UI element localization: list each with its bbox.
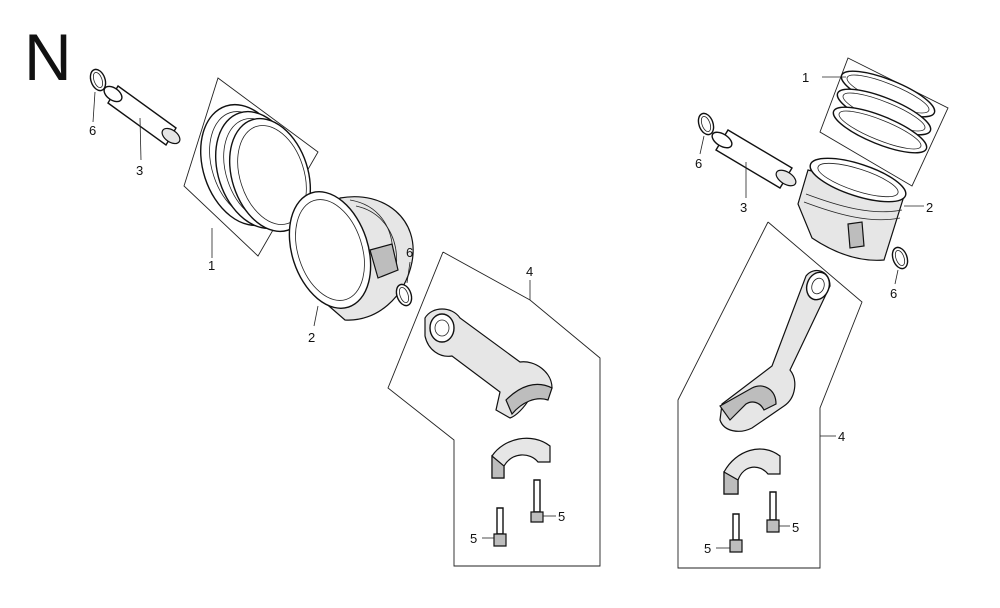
left-piston[interactable] xyxy=(275,181,414,321)
left-piston-rings[interactable] xyxy=(186,93,324,242)
right-callout-piston: 2 xyxy=(926,200,933,215)
left-clip-side[interactable] xyxy=(394,282,415,307)
right-callout-bolt-a: 5 xyxy=(792,520,799,535)
left-callout-clip-top: 6 xyxy=(89,123,96,138)
left-connecting-rod[interactable] xyxy=(424,308,553,419)
left-clip-top[interactable] xyxy=(88,67,109,92)
left-bolt-b[interactable] xyxy=(493,507,507,547)
right-bolt-b[interactable] xyxy=(729,513,743,553)
left-callout-bolt-a: 5 xyxy=(558,509,565,524)
left-callout-piston: 2 xyxy=(308,330,315,345)
left-callout-piston-rings: 1 xyxy=(208,258,215,273)
left-callout-clip-side: 6 xyxy=(406,245,413,260)
left-callout-piston-pin: 3 xyxy=(136,163,143,178)
right-callout-clip-top: 6 xyxy=(695,156,702,171)
left-bolt-a[interactable] xyxy=(530,479,544,523)
right-connecting-rod[interactable] xyxy=(719,269,833,432)
right-callout-connecting-rod: 4 xyxy=(838,429,845,444)
right-rod-cap[interactable] xyxy=(723,448,781,495)
right-callout-clip-side: 6 xyxy=(890,286,897,301)
right-bolt-a[interactable] xyxy=(766,491,780,533)
right-clip-top[interactable] xyxy=(696,111,717,136)
right-callout-piston-pin: 3 xyxy=(740,200,747,215)
right-clip-side[interactable] xyxy=(890,245,911,270)
left-rod-cap[interactable] xyxy=(491,437,551,479)
right-assembly: 1 6 3 2 6 xyxy=(677,57,949,569)
left-callout-bolt-b: 5 xyxy=(470,531,477,546)
right-callout-bolt-b: 5 xyxy=(704,541,711,556)
right-callout-piston-rings: 1 xyxy=(802,70,809,85)
left-callout-connecting-rod: 4 xyxy=(526,264,533,279)
left-assembly: 6 3 1 2 xyxy=(88,67,601,567)
right-piston-rings[interactable] xyxy=(828,62,939,161)
right-piston-pin[interactable] xyxy=(709,129,798,189)
right-piston[interactable] xyxy=(797,149,910,261)
section-letter: N xyxy=(24,20,72,94)
left-piston-pin[interactable] xyxy=(101,83,182,147)
